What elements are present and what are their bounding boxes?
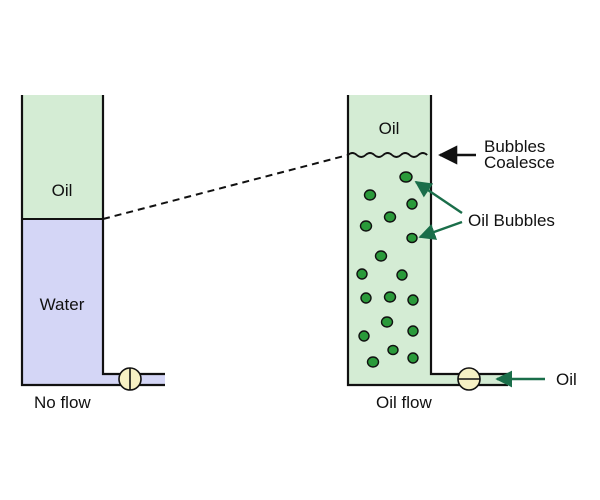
oil-bubble (406, 198, 418, 210)
right-oil-label: Oil (379, 119, 400, 138)
oil-bubble (407, 294, 419, 306)
bubbles-annotation: Oil Bubbles (414, 181, 555, 240)
oil-bubble (363, 189, 377, 201)
oil-bubble (383, 211, 397, 223)
coalesce-label-line1: Bubbles (484, 137, 545, 156)
oil-outlet-annotation: Oil (495, 370, 577, 389)
left-oil-layer (22, 95, 103, 219)
oil-bubble (406, 232, 418, 244)
oil-bubble (380, 316, 394, 328)
bubble-arrow-upper (414, 181, 463, 214)
interface-connector-line (102, 154, 349, 220)
right-oil-fill (348, 95, 508, 385)
coalesce-label-line2: Coalesce (484, 153, 555, 172)
oil-bubble (366, 356, 380, 368)
left-oil-label: Oil (52, 181, 73, 200)
oil-bubbles (356, 171, 419, 368)
oil-bubble (399, 171, 413, 183)
left-water-layer (22, 219, 165, 385)
coalescence-wave (347, 152, 428, 158)
oil-bubble (407, 325, 419, 337)
left-water-label: Water (40, 295, 85, 314)
oil-bubble (358, 330, 370, 342)
oil-bubble (407, 352, 419, 364)
bubble-arrow-lower (418, 220, 463, 240)
oil-bubble (396, 269, 408, 281)
oil-bubble (360, 292, 372, 304)
oil-bubbles-label: Oil Bubbles (468, 211, 555, 230)
oil-flow-label: Oil flow (376, 393, 432, 412)
no-flow-label: No flow (34, 393, 91, 412)
left-tank: Oil Water No flow (20, 95, 165, 412)
coalesce-annotation: Bubbles Coalesce (438, 137, 555, 172)
oil-bubble (387, 344, 399, 356)
right-valve (457, 367, 481, 391)
oil-outlet-label: Oil (556, 370, 577, 389)
left-tank-wall (20, 95, 165, 387)
oil-bubble (383, 291, 397, 303)
left-valve (118, 367, 142, 391)
oil-bubble (359, 220, 373, 232)
oil-bubble (356, 268, 368, 280)
oil-bubble (374, 250, 388, 262)
